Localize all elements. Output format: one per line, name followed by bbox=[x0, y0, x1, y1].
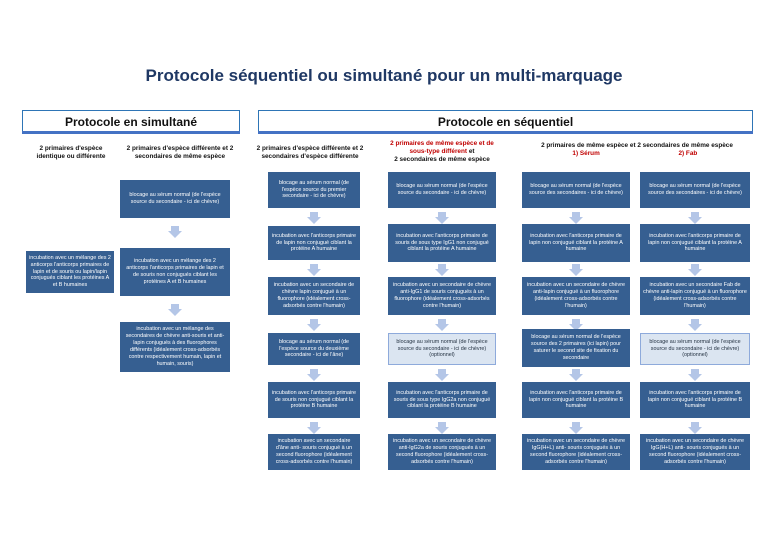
header-col4-primaries: 2 primaires de même espèce et de sous-ty… bbox=[390, 140, 494, 155]
col4-arrow2 bbox=[435, 264, 449, 276]
header-col56-label: 2 primaires de même espèce et 2 secondai… bbox=[541, 142, 733, 149]
col4-step1: blocage au sérum normal (de l'espèce sou… bbox=[388, 172, 496, 208]
col1-step1: incubation avec un mélange des 2 anticor… bbox=[26, 251, 114, 293]
col4-arrow1 bbox=[435, 212, 449, 224]
col4-step3: incubation avec un secondaire de chèvre … bbox=[388, 277, 496, 315]
col5-arrow5 bbox=[569, 422, 583, 434]
col2-step1: blocage au sérum normal (de l'espèce sou… bbox=[120, 180, 230, 218]
col3-arrow3 bbox=[307, 319, 321, 331]
col3-arrow5 bbox=[307, 422, 321, 434]
col3-step3: incubation avec un secondaire de chèvre … bbox=[268, 277, 360, 315]
col5-arrow3 bbox=[569, 319, 583, 331]
col5-arrow1 bbox=[569, 212, 583, 224]
header-col3: 2 primaires d'espèce différente et 2 sec… bbox=[256, 145, 364, 160]
col6-arrow2 bbox=[688, 264, 702, 276]
col5-step6: incubation avec un secondaire de chèvre … bbox=[522, 434, 630, 470]
col6-step4: blocage au sérum normal (de l'espèce sou… bbox=[640, 333, 750, 365]
col3-step4: blocage au sérum normal (de l'espèce sou… bbox=[268, 333, 360, 365]
col5-step5: incubation avec l'anticorps primaire de … bbox=[522, 382, 630, 418]
col2-arrow2 bbox=[168, 304, 182, 316]
col6-step5: incubation avec l'anticorps primaire de … bbox=[640, 382, 750, 418]
panel-sequentiel-bar bbox=[258, 131, 753, 134]
col6-step1: blocage au sérum normal (de l'espèce sou… bbox=[640, 172, 750, 208]
col4-step6: incubation avec un secondaire de chèvre … bbox=[388, 434, 496, 470]
panel-simultane-bar bbox=[22, 131, 240, 134]
page-title: Protocole séquentiel ou simultané pour u… bbox=[145, 66, 623, 85]
col5-arrow2 bbox=[569, 264, 583, 276]
col6-step6: incubation avec un secondaire de chèvre … bbox=[640, 434, 750, 470]
panel-simultane-title: Protocole en simultané bbox=[22, 110, 240, 132]
header-col1: 2 primaires d'espèce identique ou différ… bbox=[36, 145, 106, 160]
col3-step6: incubation avec un secondaire d'âne anti… bbox=[268, 434, 360, 470]
col2-step2: incubation avec un mélange des 2 anticor… bbox=[120, 248, 230, 296]
col6-arrow4 bbox=[688, 369, 702, 381]
header-col4: 2 primaires de même espèce et de sous-ty… bbox=[384, 140, 500, 164]
panel-sequentiel-title: Protocole en séquentiel bbox=[258, 110, 753, 132]
col6-arrow1 bbox=[688, 212, 702, 224]
col4-arrow4 bbox=[435, 369, 449, 381]
col3-step1: blocage au sérum normal (de l'espèce sou… bbox=[268, 172, 360, 208]
col4-arrow3 bbox=[435, 319, 449, 331]
col3-arrow1 bbox=[307, 212, 321, 224]
col3-arrow2 bbox=[307, 264, 321, 276]
col6-step3: incubation avec un secondaire Fab de chè… bbox=[640, 277, 750, 315]
col5-step2: incubation avec l'anticorps primaire de … bbox=[522, 224, 630, 262]
col4-arrow5 bbox=[435, 422, 449, 434]
col4-step2: incubation avec l'anticorps primaire de … bbox=[388, 224, 496, 262]
col5-step1: blocage au sérum normal (de l'espèce sou… bbox=[522, 172, 630, 208]
col3-step2: incubation avec l'anticorps primaire de … bbox=[268, 226, 360, 260]
header-col4-secondaries: 2 secondaires de même espèce bbox=[394, 156, 490, 163]
header-col5-serum: 1) Sérum bbox=[572, 150, 600, 157]
col4-step4: blocage au sérum normal (de l'espèce sou… bbox=[388, 333, 496, 365]
header-col2: 2 primaires d'espèce différente et 2 sec… bbox=[126, 145, 234, 160]
col5-step3: incubation avec un secondaire de chèvre … bbox=[522, 277, 630, 315]
col5-arrow4 bbox=[569, 369, 583, 381]
col2-step3: incubation avec un mélange des secondair… bbox=[120, 322, 230, 372]
col6-arrow3 bbox=[688, 319, 702, 331]
col6-arrow5 bbox=[688, 422, 702, 434]
header-col4-and: et bbox=[468, 148, 475, 155]
col3-arrow4 bbox=[307, 369, 321, 381]
col3-step5: incubation avec l'anticorps primaire de … bbox=[268, 382, 360, 418]
col4-step5: incubation avec l'anticorps primaire de … bbox=[388, 382, 496, 418]
col5-step4: blocage au sérum normal de l'espèce sour… bbox=[522, 329, 630, 367]
col2-arrow1 bbox=[168, 226, 182, 238]
header-col6-fab: 2) Fab bbox=[678, 150, 698, 157]
header-col56: 2 primaires de même espèce et 2 secondai… bbox=[520, 142, 754, 158]
col6-step2: incubation avec l'anticorps primaire de … bbox=[640, 224, 750, 262]
